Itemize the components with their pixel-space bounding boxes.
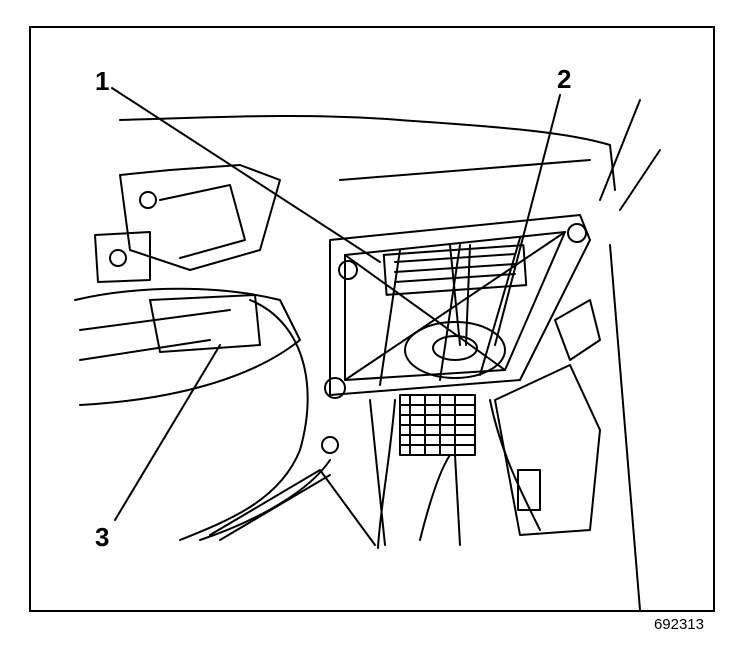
- housing-lattice: [344, 231, 566, 386]
- housing-bolt-lower-center: [321, 436, 339, 454]
- shift-lever: [449, 244, 471, 346]
- callout-3: 3: [95, 522, 110, 552]
- module-grid: [399, 394, 476, 456]
- lower-cable-b: [489, 399, 541, 531]
- housing-bolt-upper-right: [567, 223, 587, 243]
- bracket-bolt-upper: [139, 191, 157, 209]
- dashboard-edge-line: [339, 159, 591, 181]
- callout-2: 2: [557, 64, 572, 94]
- shifter-housing-frame: [329, 214, 591, 396]
- leader-line-1: [111, 87, 381, 263]
- shifter-gate: [382, 244, 528, 296]
- floor-tunnel-right: [419, 454, 451, 541]
- bracket-inner: [159, 184, 246, 259]
- housing-bolt-lower-left: [324, 377, 346, 399]
- figure-number: 692313: [653, 616, 704, 633]
- trim-line-a: [79, 309, 231, 331]
- shift-cable: [369, 399, 396, 549]
- dashboard-upper-contour: [119, 114, 616, 191]
- callout-1: 1: [95, 66, 110, 96]
- bracket-tab: [94, 231, 151, 283]
- right-bracket-plate: [494, 364, 601, 536]
- connector-block: [149, 294, 261, 353]
- figure-frame: [29, 26, 715, 612]
- shift-boot: [404, 321, 506, 379]
- lower-cable-a: [454, 454, 461, 546]
- wire-bundle: [209, 469, 376, 546]
- bracket-bolt-lower: [109, 249, 127, 267]
- bracket-slot: [517, 469, 541, 511]
- left-trim-panel: [74, 287, 301, 406]
- right-side-trim: [599, 99, 661, 611]
- gate-slots: [394, 253, 516, 283]
- leader-line-3: [114, 344, 221, 521]
- right-vent: [554, 299, 601, 361]
- harness-loop: [179, 299, 309, 541]
- left-mount-bracket: [119, 164, 281, 271]
- leader-line-2: [494, 94, 561, 346]
- shift-boot-inner: [432, 335, 478, 361]
- trim-line-b: [79, 339, 211, 361]
- housing-bolt-upper-left: [338, 260, 358, 280]
